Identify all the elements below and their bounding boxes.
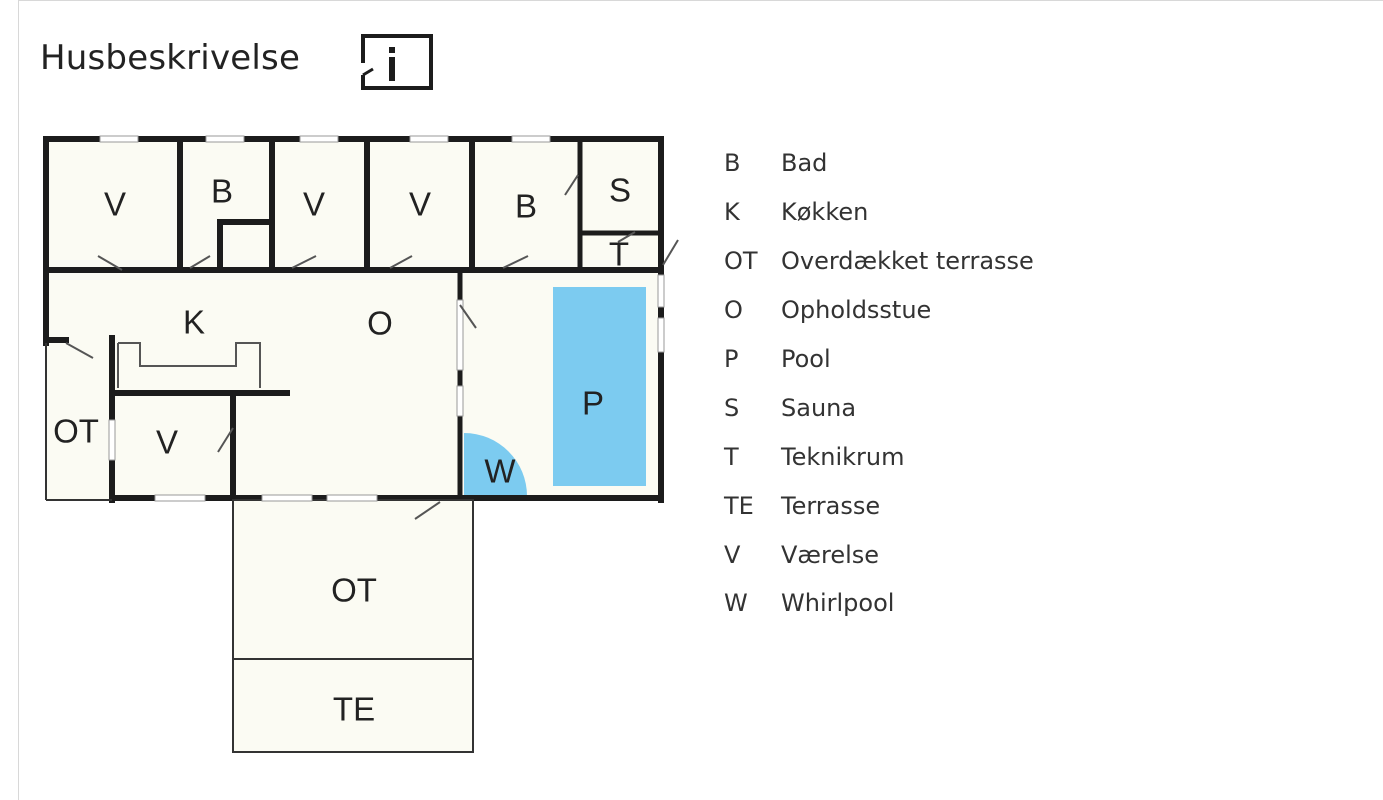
doors — [65, 174, 679, 520]
legend-name: Terrasse — [781, 491, 881, 520]
legend-item: TE Terrasse — [724, 481, 1034, 530]
windows — [99, 135, 665, 502]
legend-code: OT — [724, 247, 758, 276]
room-b2: B — [515, 188, 537, 225]
room-p: P — [582, 385, 604, 422]
whirlpool — [464, 433, 527, 496]
house-info-icon — [359, 34, 433, 90]
legend-code: S — [724, 393, 740, 422]
room-v2: V — [303, 186, 325, 223]
legend-name: Pool — [781, 345, 831, 373]
room-s: S — [609, 172, 631, 209]
legend-item: S Sauna — [724, 383, 1034, 432]
legend-code: O — [724, 296, 743, 325]
legend-name: Værelse — [781, 540, 880, 569]
section-title: Husbeskrivelse — [40, 38, 301, 78]
floor-plan: V B V V B S T K O OT V P W OT TE — [43, 135, 679, 753]
legend-item: OT Overdækket terrasse — [724, 237, 1034, 286]
legend-item: W Whirlpool — [724, 579, 1034, 628]
legend-code: B — [724, 149, 741, 178]
legend-code: V — [724, 540, 741, 569]
floor-areas — [46, 137, 661, 752]
ot-bottom-floor — [233, 500, 473, 752]
legend-name: Sauna — [781, 393, 857, 422]
legend-name: Teknikrum — [781, 442, 905, 471]
legend-item: V Værelse — [724, 530, 1034, 579]
room-ot-bottom: OT — [331, 572, 377, 609]
room-ot-left: OT — [53, 413, 99, 450]
legend-name: Overdækket terrasse — [781, 247, 1034, 276]
room-v4: V — [156, 424, 178, 461]
room-o: O — [367, 305, 393, 342]
legend-item: K Køkken — [724, 188, 1034, 237]
ot-left-floor — [46, 343, 112, 500]
legend-code: P — [724, 345, 739, 373]
pool — [553, 287, 646, 486]
room-v3: V — [409, 186, 431, 223]
legend-item: O Opholdsstue — [724, 286, 1034, 335]
room-v1: V — [104, 186, 126, 223]
room-te: TE — [333, 691, 375, 728]
kitchen-counter — [118, 342, 261, 388]
legend-code: W — [724, 589, 748, 618]
legend-name: Opholdsstue — [781, 296, 932, 325]
legend-item: P Pool — [724, 335, 1034, 384]
walls — [43, 136, 664, 503]
room-k: K — [183, 304, 205, 341]
room-t: T — [609, 236, 629, 273]
legend-code: TE — [724, 491, 754, 520]
legend-name: Køkken — [781, 198, 869, 227]
legend-name: Whirlpool — [781, 589, 895, 618]
room-w: W — [484, 453, 516, 490]
room-b1: B — [211, 173, 233, 210]
legend-code: K — [724, 198, 740, 227]
legend-item: T Teknikrum — [724, 432, 1034, 481]
legend-name: Bad — [781, 149, 828, 178]
legend-item: B Bad — [724, 139, 1034, 188]
legend-code: T — [724, 442, 739, 471]
